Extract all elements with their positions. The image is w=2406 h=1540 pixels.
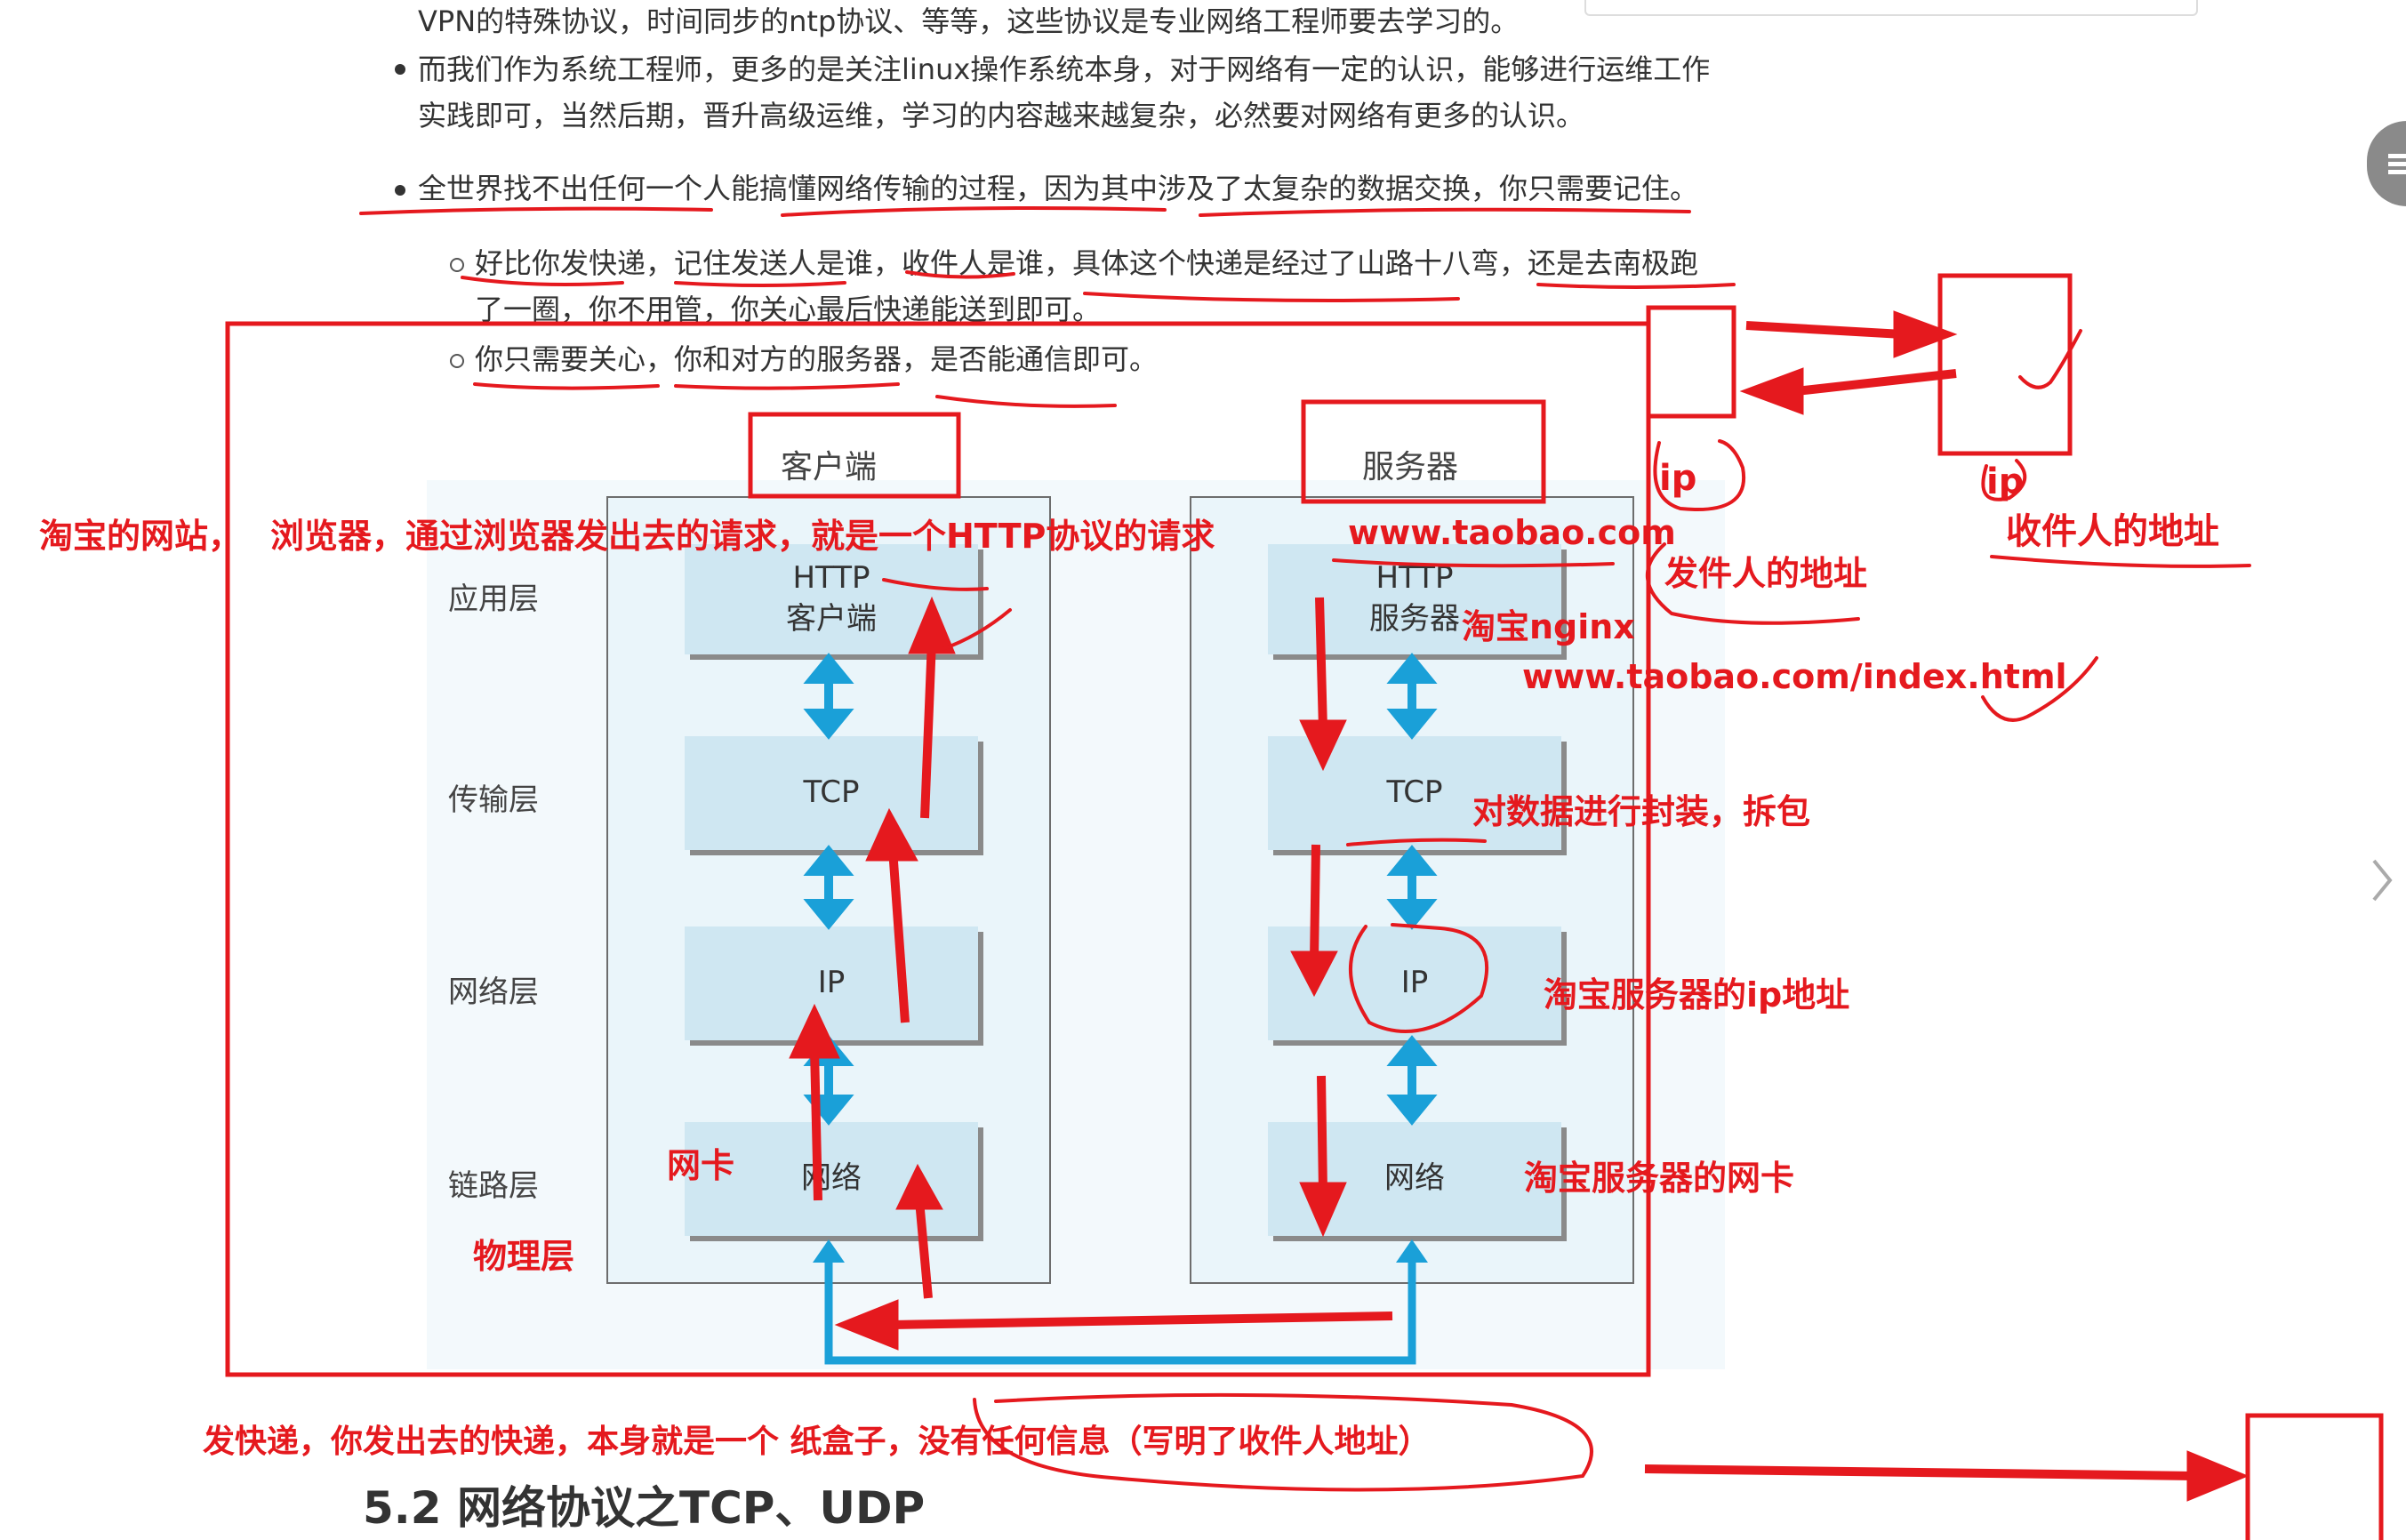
- annotation-physical-layer: 物理层: [473, 1237, 575, 1276]
- menu-icon: [2388, 150, 2406, 178]
- annotation-ip-receiver: ip: [1986, 461, 2025, 502]
- sub-bullet-dot: [450, 354, 464, 368]
- client-header: 客户端: [781, 449, 878, 485]
- annotation-taobao-nginx: 淘宝nginx: [1462, 607, 1635, 646]
- bullet-dot: [395, 185, 405, 196]
- layer-name-network: 网络层: [448, 975, 539, 1010]
- chevron-right-icon: [2372, 859, 2393, 902]
- sub-bullet-dot: [450, 258, 464, 272]
- server-header: 服务器: [1362, 449, 1459, 485]
- layer-name-application: 应用层: [448, 582, 539, 617]
- annotation-taobao-site: 淘宝的网站，: [39, 517, 243, 556]
- bullet-dot: [395, 64, 405, 75]
- blue-double-arrows: [803, 653, 1438, 1126]
- article-text-line: 全世界找不出任何一个人能搞懂网络传输的过程，因为其中涉及了太复杂的数据交换，你只…: [418, 172, 1699, 205]
- physical-link-line: [824, 1261, 1416, 1365]
- client-network-layer: 网络: [685, 1122, 978, 1236]
- layer-label: TCP: [1386, 774, 1443, 811]
- annotation-receiver-address: 收件人的地址: [2006, 511, 2219, 552]
- article-text-line: 好比你发快递，记住发送人是谁，收件人是谁，具体这个快递是经过了山路十八弯，还是去…: [475, 246, 1699, 280]
- annotation-server-ip: 淘宝服务器的ip地址: [1544, 975, 1850, 1015]
- dropdown-panel-edge: [1584, 0, 2198, 16]
- layer-name-link: 链路层: [448, 1168, 539, 1204]
- layer-name-transport: 传输层: [448, 782, 539, 818]
- layer-label: TCP: [803, 774, 860, 811]
- client-ip-layer: IP: [685, 926, 978, 1040]
- annotation-bottom-note: 发快递，你发出去的快递，本身就是一个 纸盒子，没有任何信息（写明了收件人地址）: [203, 1424, 1431, 1460]
- layer-label: 网络: [801, 1160, 862, 1197]
- article-text-line: 实践即可，当然后期，晋升高级运维，学习的内容越来越复杂，必然要对网络有更多的认识…: [418, 99, 1585, 132]
- annotation-www-taobao: www.taobao.com: [1348, 513, 1676, 552]
- layer-label: IP: [1400, 965, 1429, 1001]
- annotation-server-nic: 淘宝服务器的网卡: [1524, 1159, 1795, 1198]
- big-red-frame: [225, 321, 1651, 1377]
- annotation-sender-address: 发件人的地址: [1664, 554, 1868, 593]
- layer-label: 客户端: [786, 601, 877, 637]
- annotation-encapsulate: 对数据进行封装，拆包: [1472, 792, 1811, 831]
- article-text-line: VPN的特殊协议，时间同步的ntp协议、等等，这些协议是专业网络工程师要去学习的…: [418, 4, 1520, 38]
- annotation-browser-request: 浏览器，通过浏览器发出去的请求，就是一个HTTP协议的请求: [270, 517, 1215, 556]
- article-text-line: 了一圈，你不用管，你关心最后快递能送到即可。: [475, 293, 1102, 326]
- layer-label: IP: [817, 965, 846, 1001]
- annotation-nic: 网卡: [667, 1146, 735, 1185]
- next-page-button[interactable]: [2369, 854, 2395, 907]
- layer-label: HTTP: [792, 560, 870, 597]
- annotation-taobao-index: www.taobao.com/index.html: [1522, 657, 2067, 696]
- annotation-ip-sender: ip: [1659, 458, 1697, 499]
- layer-label: 网络: [1384, 1160, 1445, 1197]
- article-text-line: 你只需要关心，你和对方的服务器，是否能通信即可。: [475, 342, 1159, 376]
- layer-label: 服务器: [1369, 601, 1460, 637]
- article-text-line: 而我们作为系统工程师，更多的是关注linux操作系统本身，对于网络有一定的认识，…: [418, 52, 1711, 86]
- section-heading: 5.2 网络协议之TCP、UDP: [363, 1482, 926, 1534]
